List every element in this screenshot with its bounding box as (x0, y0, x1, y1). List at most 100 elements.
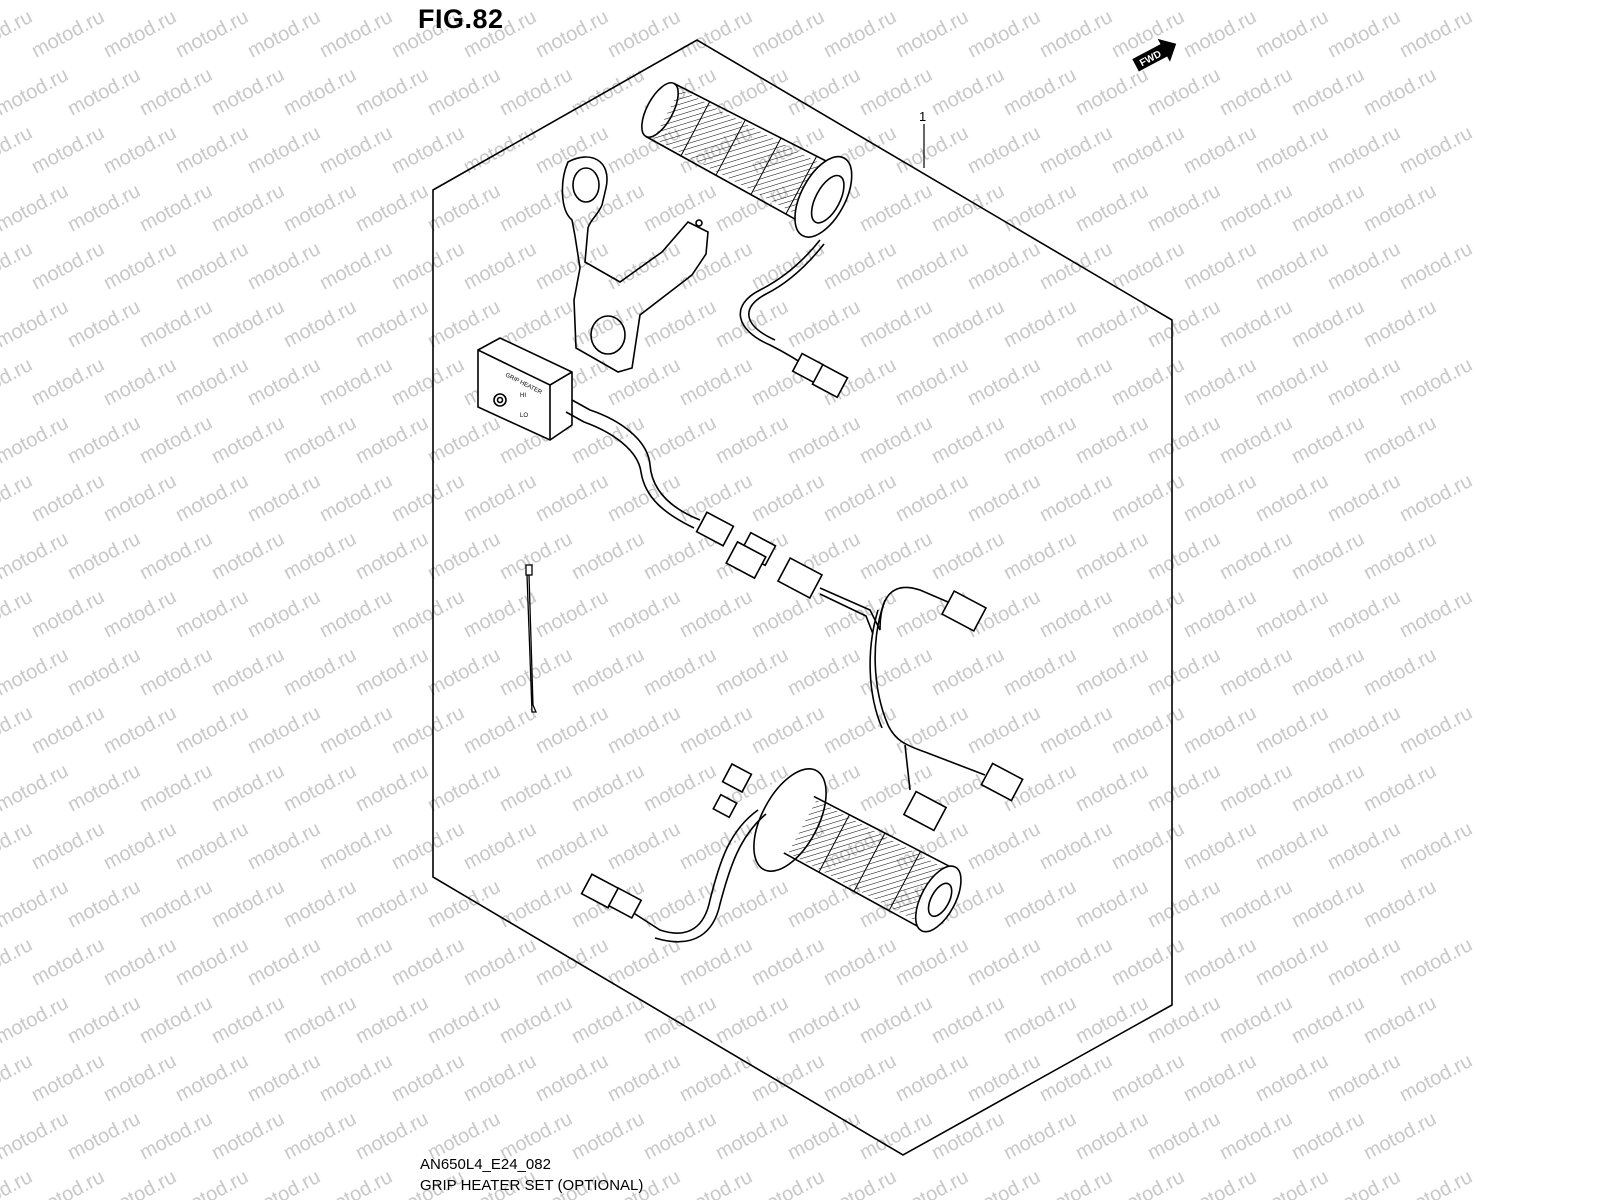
watermark-text: motod.ru (1000, 876, 1080, 932)
watermark-text: motod.ru (316, 1166, 396, 1200)
watermark-text: motod.ru (460, 818, 540, 874)
watermark-text: motod.ru (1252, 238, 1332, 294)
watermark-text: motod.ru (1072, 992, 1152, 1048)
watermark-text: motod.ru (748, 1050, 828, 1106)
watermark-text: motod.ru (532, 6, 612, 62)
watermark-text: motod.ru (244, 1050, 324, 1106)
watermark-text: motod.ru (1288, 760, 1368, 816)
watermark-text: motod.ru (964, 1166, 1044, 1200)
watermark-text: motod.ru (568, 180, 648, 236)
watermark-text: motod.ru (496, 760, 576, 816)
watermark-text: motod.ru (1108, 470, 1188, 526)
watermark-text: motod.ru (784, 644, 864, 700)
watermark-text: motod.ru (496, 528, 576, 584)
watermark-text: motod.ru (388, 586, 468, 642)
watermark-text: motod.ru (1000, 180, 1080, 236)
watermark-text: motod.ru (136, 644, 216, 700)
watermark-text: motod.ru (1288, 412, 1368, 468)
watermark-text: motod.ru (784, 64, 864, 120)
watermark-text: motod.ru (748, 702, 828, 758)
watermark-text: motod.ru (100, 702, 180, 758)
watermark-text: motod.ru (28, 818, 108, 874)
watermark-text: motod.ru (928, 528, 1008, 584)
watermark-text: motod.ru (460, 934, 540, 990)
watermark-text: motod.ru (892, 1050, 972, 1106)
watermark-text: motod.ru (1036, 586, 1116, 642)
cable-tie-icon (525, 564, 537, 713)
watermark-text: motod.ru (460, 238, 540, 294)
watermark-text: motod.ru (1072, 528, 1152, 584)
watermark-text: motod.ru (1324, 122, 1404, 178)
watermark-text: motod.ru (1000, 644, 1080, 700)
watermark-text: motod.ru (244, 238, 324, 294)
watermark-text: motod.ru (0, 934, 36, 990)
watermark-text: motod.ru (136, 876, 216, 932)
wiring-harness-icon (776, 556, 1024, 832)
watermark-text: motod.ru (208, 64, 288, 120)
watermark-text: motod.ru (100, 1166, 180, 1200)
watermark-text: motod.ru (244, 586, 324, 642)
watermark-text: motod.ru (388, 934, 468, 990)
watermark-text: motod.ru (244, 1166, 324, 1200)
watermark-text: motod.ru (1396, 586, 1476, 642)
watermark-text: motod.ru (1108, 354, 1188, 410)
watermark-text: motod.ru (352, 296, 432, 352)
watermark-text: motod.ru (1144, 296, 1224, 352)
watermark-text: motod.ru (208, 296, 288, 352)
watermark-text: motod.ru (640, 644, 720, 700)
watermark-text: motod.ru (280, 64, 360, 120)
watermark-text: motod.ru (892, 934, 972, 990)
watermark-text: motod.ru (496, 64, 576, 120)
watermark-text: motod.ru (1000, 992, 1080, 1048)
watermark-text: motod.ru (1108, 122, 1188, 178)
watermark-text: motod.ru (1000, 412, 1080, 468)
watermark-text: motod.ru (1072, 180, 1152, 236)
watermark-text: motod.ru (460, 470, 540, 526)
watermark-text: motod.ru (64, 760, 144, 816)
watermark-text: motod.ru (1216, 528, 1296, 584)
watermark-text: motod.ru (28, 6, 108, 62)
watermark-text: motod.ru (1252, 702, 1332, 758)
watermark-text: motod.ru (64, 992, 144, 1048)
watermark-text: motod.ru (676, 934, 756, 990)
watermark-text: motod.ru (316, 238, 396, 294)
lower-grip-icon (580, 762, 962, 943)
watermark-text: motod.ru (1324, 6, 1404, 62)
watermark-text: motod.ru (1180, 354, 1260, 410)
watermark-text: motod.ru (352, 876, 432, 932)
switch-hi-label: HI (520, 393, 526, 399)
watermark-text: motod.ru (424, 528, 504, 584)
watermark-text: motod.ru (1144, 64, 1224, 120)
watermark-text: motod.ru (1324, 470, 1404, 526)
watermark-text: motod.ru (1360, 1108, 1440, 1164)
watermark-text: motod.ru (964, 122, 1044, 178)
watermark-text: motod.ru (964, 470, 1044, 526)
watermark-text: motod.ru (568, 528, 648, 584)
watermark-text: motod.ru (1180, 702, 1260, 758)
watermark-text: motod.ru (0, 818, 36, 874)
watermark-text: motod.ru (316, 702, 396, 758)
watermark-text: motod.ru (1252, 1166, 1332, 1200)
watermark-text: motod.ru (172, 702, 252, 758)
watermark-text: motod.ru (28, 470, 108, 526)
watermark-text: motod.ru (0, 702, 36, 758)
watermark-text: motod.ru (1324, 934, 1404, 990)
watermark-text: motod.ru (1360, 528, 1440, 584)
watermark-text: motod.ru (676, 1166, 756, 1200)
watermark-text: motod.ru (496, 644, 576, 700)
watermark-text: motod.ru (280, 644, 360, 700)
watermark-text: motod.ru (136, 180, 216, 236)
watermark-text: motod.ru (1288, 644, 1368, 700)
watermark-text: motod.ru (748, 470, 828, 526)
watermark-text: motod.ru (676, 6, 756, 62)
watermark-text: motod.ru (64, 64, 144, 120)
watermark-text: motod.ru (316, 586, 396, 642)
watermark-text: motod.ru (64, 0, 144, 4)
watermark-text: motod.ru (64, 528, 144, 584)
watermark-text: motod.ru (964, 238, 1044, 294)
watermark-text: motod.ru (316, 122, 396, 178)
watermark-text: motod.ru (136, 64, 216, 120)
watermark-text: motod.ru (1252, 934, 1332, 990)
watermark-text: motod.ru (316, 818, 396, 874)
watermark-text: motod.ru (1360, 760, 1440, 816)
